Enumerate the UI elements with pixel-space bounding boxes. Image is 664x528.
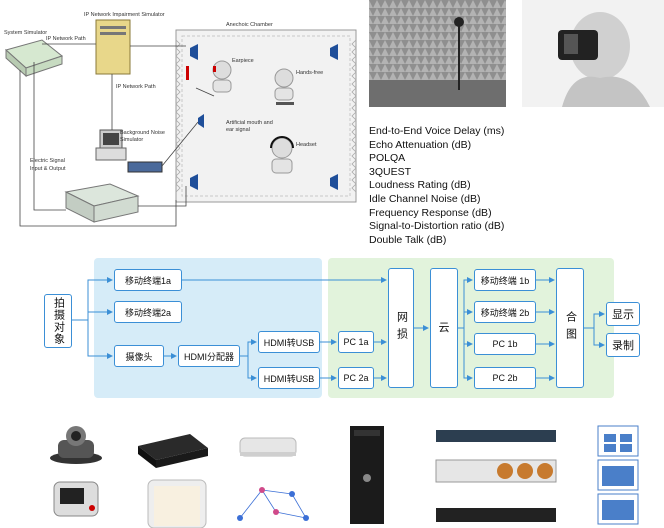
capture-label: 拍摄对象 [52,297,65,345]
capture-subject-box: 拍摄对象 [44,294,72,348]
hdmi-usb-2-box: HDMI转USB [258,367,320,389]
hdmi-usb-2-label: HDMI转USB [263,373,315,384]
metric-item: POLQA [369,152,406,165]
camera-box: 摄像头 [114,345,164,367]
device-photos [50,425,639,528]
tower-pc-image [350,426,384,524]
label-electric-2: Input & Output [30,166,66,172]
label-headset: Headset [296,142,317,148]
hdmi-usb-1-label: HDMI转USB [263,337,315,348]
pc-2b-label: PC 2b [492,373,518,383]
screen-layouts-image [597,425,639,525]
mobile-1a-label: 移动终端1a [124,275,171,286]
test-setup-schematic: IP Network Impairment Simulator System S… [0,0,360,240]
label-ip-path-1: IP Network Path [46,36,86,42]
pc-2a-box: PC 2a [338,367,374,389]
network-cloud-image [237,487,309,521]
mobile-2a-box: 移动终端2a [114,301,182,323]
mobile-2b-box: 移动终端 2b [474,301,536,323]
network-impair-label: 网损 [395,311,408,345]
label-ear-signal: ear signal [226,127,250,133]
pc-1a-label: PC 1a [343,337,369,347]
mobile-1a-box: 移动终端1a [114,269,182,291]
label-bg-noise-2: Simulator [120,137,144,143]
conference-camera-image [50,426,102,464]
display-label: 显示 [612,309,634,321]
anechoic-chamber-photo [369,0,506,107]
display-box: 显示 [606,302,640,326]
pc-1b-label: PC 1b [492,339,518,349]
metric-item: Signal-to-Distortion ratio (dB) [369,220,505,233]
metric-item: Frequency Response (dB) [369,206,492,219]
hdmi-splitter-box: HDMI分配器 [178,345,240,367]
label-earpiece: Earpiece [232,58,254,64]
mobile-1b-box: 移动终端 1b [474,269,536,291]
metric-item: Echo Attenuation (dB) [369,138,472,151]
record-box: 录制 [606,333,640,357]
mobile-2b-label: 移动终端 2b [480,307,530,318]
rack-devices-image [435,430,557,522]
combine-label: 合图 [564,311,577,345]
pc-1a-box: PC 1a [338,331,374,353]
smartphone-image [147,479,207,528]
network-impairment-box: 网损 [388,268,414,388]
hdmi-splitter-label: HDMI分配器 [184,351,234,362]
metric-item: End-to-End Voice Delay (ms) [369,125,505,137]
label-system-simulator: System Simulator [4,30,48,36]
metric-item: Idle Channel Noise (dB) [369,192,481,205]
label-artificial-mouth: Artificial mouth and [226,120,273,126]
cloud-box: 云 [430,268,458,388]
handheld-device-image [53,481,99,517]
camera-label: 摄像头 [125,351,153,362]
hdmi-usb-1-box: HDMI转USB [258,331,320,353]
hdmi-splitter-image [138,434,208,468]
head-simulator-photo [522,0,664,107]
label-anechoic-chamber: Anechoic Chamber [226,22,273,28]
label-ip-impairment: IP Network Impairment Simulator [84,12,165,18]
pc-1b-box: PC 1b [474,333,536,355]
metric-item: 3QUEST [369,165,412,178]
pc-2b-box: PC 2b [474,367,536,389]
record-label: 录制 [612,340,634,352]
pc-2a-label: PC 2a [343,373,369,383]
label-bg-noise-1: Background Noise [120,130,165,136]
combine-box: 合图 [556,268,584,388]
label-ip-path-2: IP Network Path [116,84,156,90]
cloud-label: 云 [438,321,450,334]
mobile-2a-label: 移动终端2a [124,307,171,318]
mobile-1b-label: 移动终端 1b [480,275,530,286]
metrics-list: End-to-End Voice Delay (ms) Echo Attenua… [369,125,504,247]
metric-item: Loudness Rating (dB) [369,179,471,192]
metric-item: Double Talk (dB) [369,233,447,246]
label-handsfree: Hands-free [296,70,324,76]
schematic-drawing [4,19,357,227]
label-electric-1: Electric Signal [30,158,65,164]
mac-mini-image [239,437,297,457]
